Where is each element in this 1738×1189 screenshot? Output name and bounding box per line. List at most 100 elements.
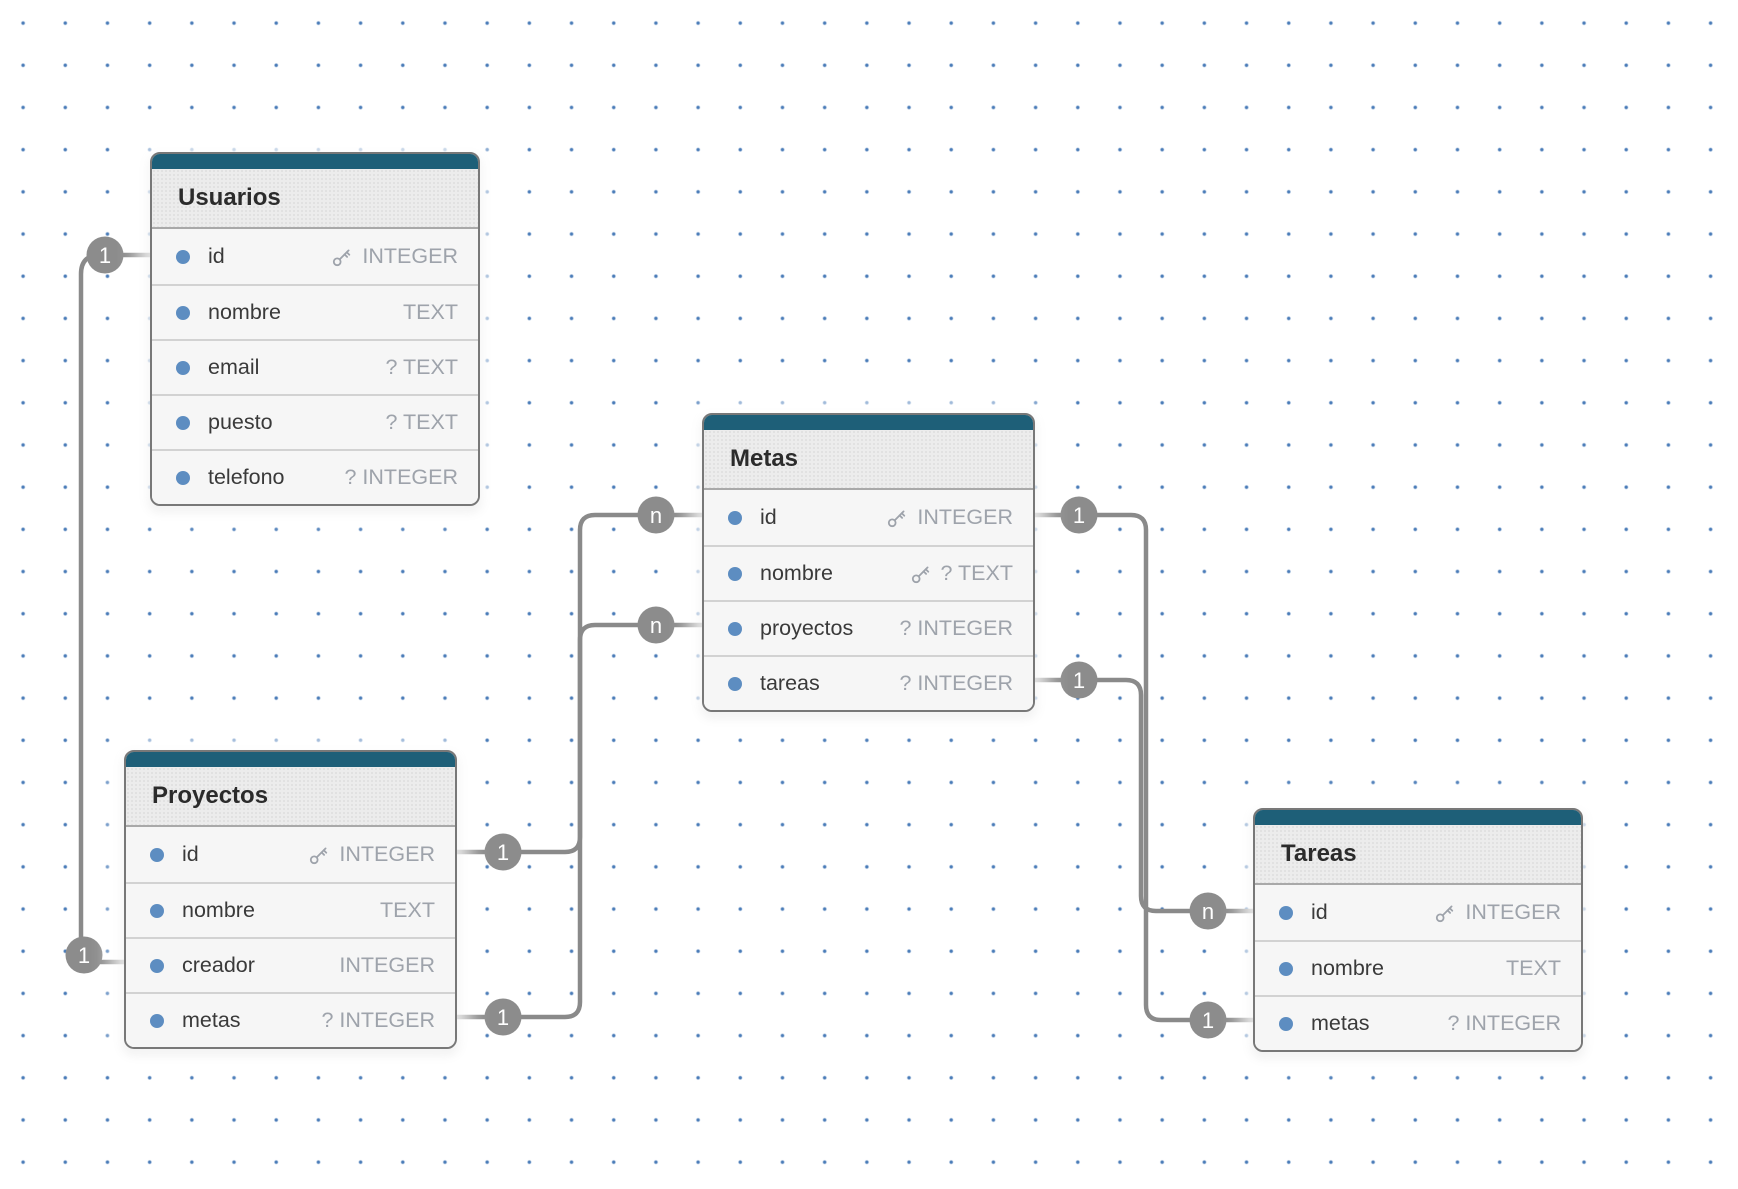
field-type-label: ? TEXT	[940, 561, 1014, 585]
field-type: ? TEXT	[386, 410, 459, 435]
table-header-bar	[126, 752, 455, 767]
cardinality-label: 1	[1073, 668, 1085, 693]
field-dot-icon	[150, 903, 164, 918]
field-dot-icon	[728, 566, 742, 581]
field-type: ? TEXT	[386, 355, 459, 380]
field-row[interactable]: telefono ? INTEGER	[152, 449, 478, 504]
field-dot-icon	[728, 621, 742, 636]
field-name: id	[1311, 900, 1328, 924]
cardinality-badge[interactable]: n	[637, 496, 675, 534]
field-type: TEXT	[1506, 956, 1561, 981]
table-title: Tareas	[1255, 825, 1581, 885]
primary-key-icon	[911, 566, 929, 583]
field-dot-icon	[1279, 905, 1293, 920]
field-name: nombre	[182, 898, 255, 922]
field-row[interactable]: tareas ? INTEGER	[704, 655, 1033, 710]
field-name: metas	[1311, 1011, 1370, 1035]
connector-proyectos-metas-id[interactable]	[455, 512, 704, 1020]
field-name: tareas	[760, 671, 820, 695]
cardinality-label: n	[650, 613, 662, 638]
field-type: ? INTEGER	[345, 465, 459, 490]
table-title: Usuarios	[152, 169, 478, 229]
field-type-label: INTEGER	[1465, 900, 1561, 924]
connector-metas-tareas-metas[interactable]	[1033, 512, 1255, 1023]
field-row[interactable]: id INTEGER	[704, 490, 1033, 545]
field-type-label: ? TEXT	[385, 355, 459, 379]
field-row[interactable]: nombre TEXT	[1255, 940, 1581, 995]
field-row[interactable]: nombre TEXT	[126, 882, 455, 937]
table-tareas[interactable]: Tareas id INTEGER nombre TEXT metas ? IN…	[1253, 808, 1583, 1052]
field-dot-icon	[176, 249, 190, 264]
field-row[interactable]: puesto ? TEXT	[152, 394, 478, 449]
table-metas[interactable]: Metas id INTEGER nombre	[702, 413, 1035, 712]
field-dot-icon	[728, 676, 742, 691]
field-type: INTEGER	[331, 244, 458, 269]
field-name: metas	[182, 1008, 241, 1032]
field-dot-icon	[150, 847, 164, 862]
field-row[interactable]: proyectos ? INTEGER	[704, 600, 1033, 655]
table-title: Proyectos	[126, 767, 455, 827]
field-row[interactable]: id INTEGER	[1255, 885, 1581, 940]
field-dot-icon	[1279, 961, 1293, 976]
field-type-label: INTEGER	[917, 505, 1013, 529]
field-type: INTEGER	[308, 842, 435, 867]
field-row[interactable]: metas ? INTEGER	[1255, 995, 1581, 1050]
field-type-label: INTEGER	[339, 842, 435, 866]
cardinality-badge[interactable]: 1	[65, 936, 103, 974]
cardinality-label: 1	[497, 840, 509, 865]
primary-key-icon	[310, 847, 328, 864]
field-name: email	[208, 355, 260, 379]
field-row[interactable]: id INTEGER	[152, 229, 478, 284]
field-row[interactable]: nombre ? TEXT	[704, 545, 1033, 600]
field-type: ? INTEGER	[900, 671, 1014, 696]
field-dot-icon	[176, 360, 190, 375]
field-dot-icon	[176, 470, 190, 485]
field-type-label: ? INTEGER	[1447, 1011, 1562, 1035]
cardinality-badge[interactable]: 1	[484, 833, 522, 871]
field-row[interactable]: nombre TEXT	[152, 284, 478, 339]
cardinality-badge[interactable]: n	[1189, 892, 1227, 930]
field-row[interactable]: creador INTEGER	[126, 937, 455, 992]
cardinality-badge[interactable]: 1	[1060, 661, 1098, 699]
field-name: creador	[182, 953, 255, 977]
field-type-label: ? INTEGER	[899, 671, 1014, 695]
field-type-label: TEXT	[403, 300, 458, 324]
primary-key-icon	[1436, 905, 1454, 922]
field-dot-icon	[176, 305, 190, 320]
cardinality-badge[interactable]: 1	[86, 236, 124, 274]
field-row[interactable]: id INTEGER	[126, 827, 455, 882]
table-usuarios[interactable]: Usuarios id INTEGER nombre TEXT email ? …	[150, 152, 480, 506]
cardinality-badge[interactable]: 1	[1060, 496, 1098, 534]
field-type: TEXT	[380, 898, 435, 923]
cardinality-badge[interactable]: 1	[1189, 1001, 1227, 1039]
field-dot-icon	[150, 958, 164, 973]
field-row[interactable]: metas ? INTEGER	[126, 992, 455, 1047]
field-type-label: ? TEXT	[385, 410, 459, 434]
field-type: INTEGER	[339, 953, 435, 978]
field-type: INTEGER	[1434, 900, 1561, 925]
cardinality-label: n	[1202, 899, 1214, 924]
field-type-label: INTEGER	[339, 953, 435, 977]
field-type: ? TEXT	[910, 561, 1014, 586]
field-row[interactable]: email ? TEXT	[152, 339, 478, 394]
cardinality-badge[interactable]: 1	[484, 998, 522, 1036]
cardinality-label: n	[650, 503, 662, 528]
connector-metas-tareas-id[interactable]	[1033, 677, 1255, 914]
table-header-bar	[152, 154, 478, 169]
field-dot-icon	[728, 510, 742, 525]
field-type: INTEGER	[886, 505, 1013, 530]
field-name: telefono	[208, 465, 285, 489]
field-type-label: ? INTEGER	[321, 1008, 436, 1032]
cardinality-badge[interactable]: n	[637, 606, 675, 644]
table-header-bar	[1255, 810, 1581, 825]
primary-key-icon	[888, 510, 906, 527]
field-type: TEXT	[403, 300, 458, 325]
field-type-label: TEXT	[1506, 956, 1561, 980]
table-proyectos[interactable]: Proyectos id INTEGER nombre TEXT creador…	[124, 750, 457, 1049]
cardinality-label: 1	[497, 1005, 509, 1030]
cardinality-label: 1	[78, 943, 90, 968]
field-type: ? INTEGER	[900, 616, 1014, 641]
cardinality-label: 1	[99, 243, 111, 268]
